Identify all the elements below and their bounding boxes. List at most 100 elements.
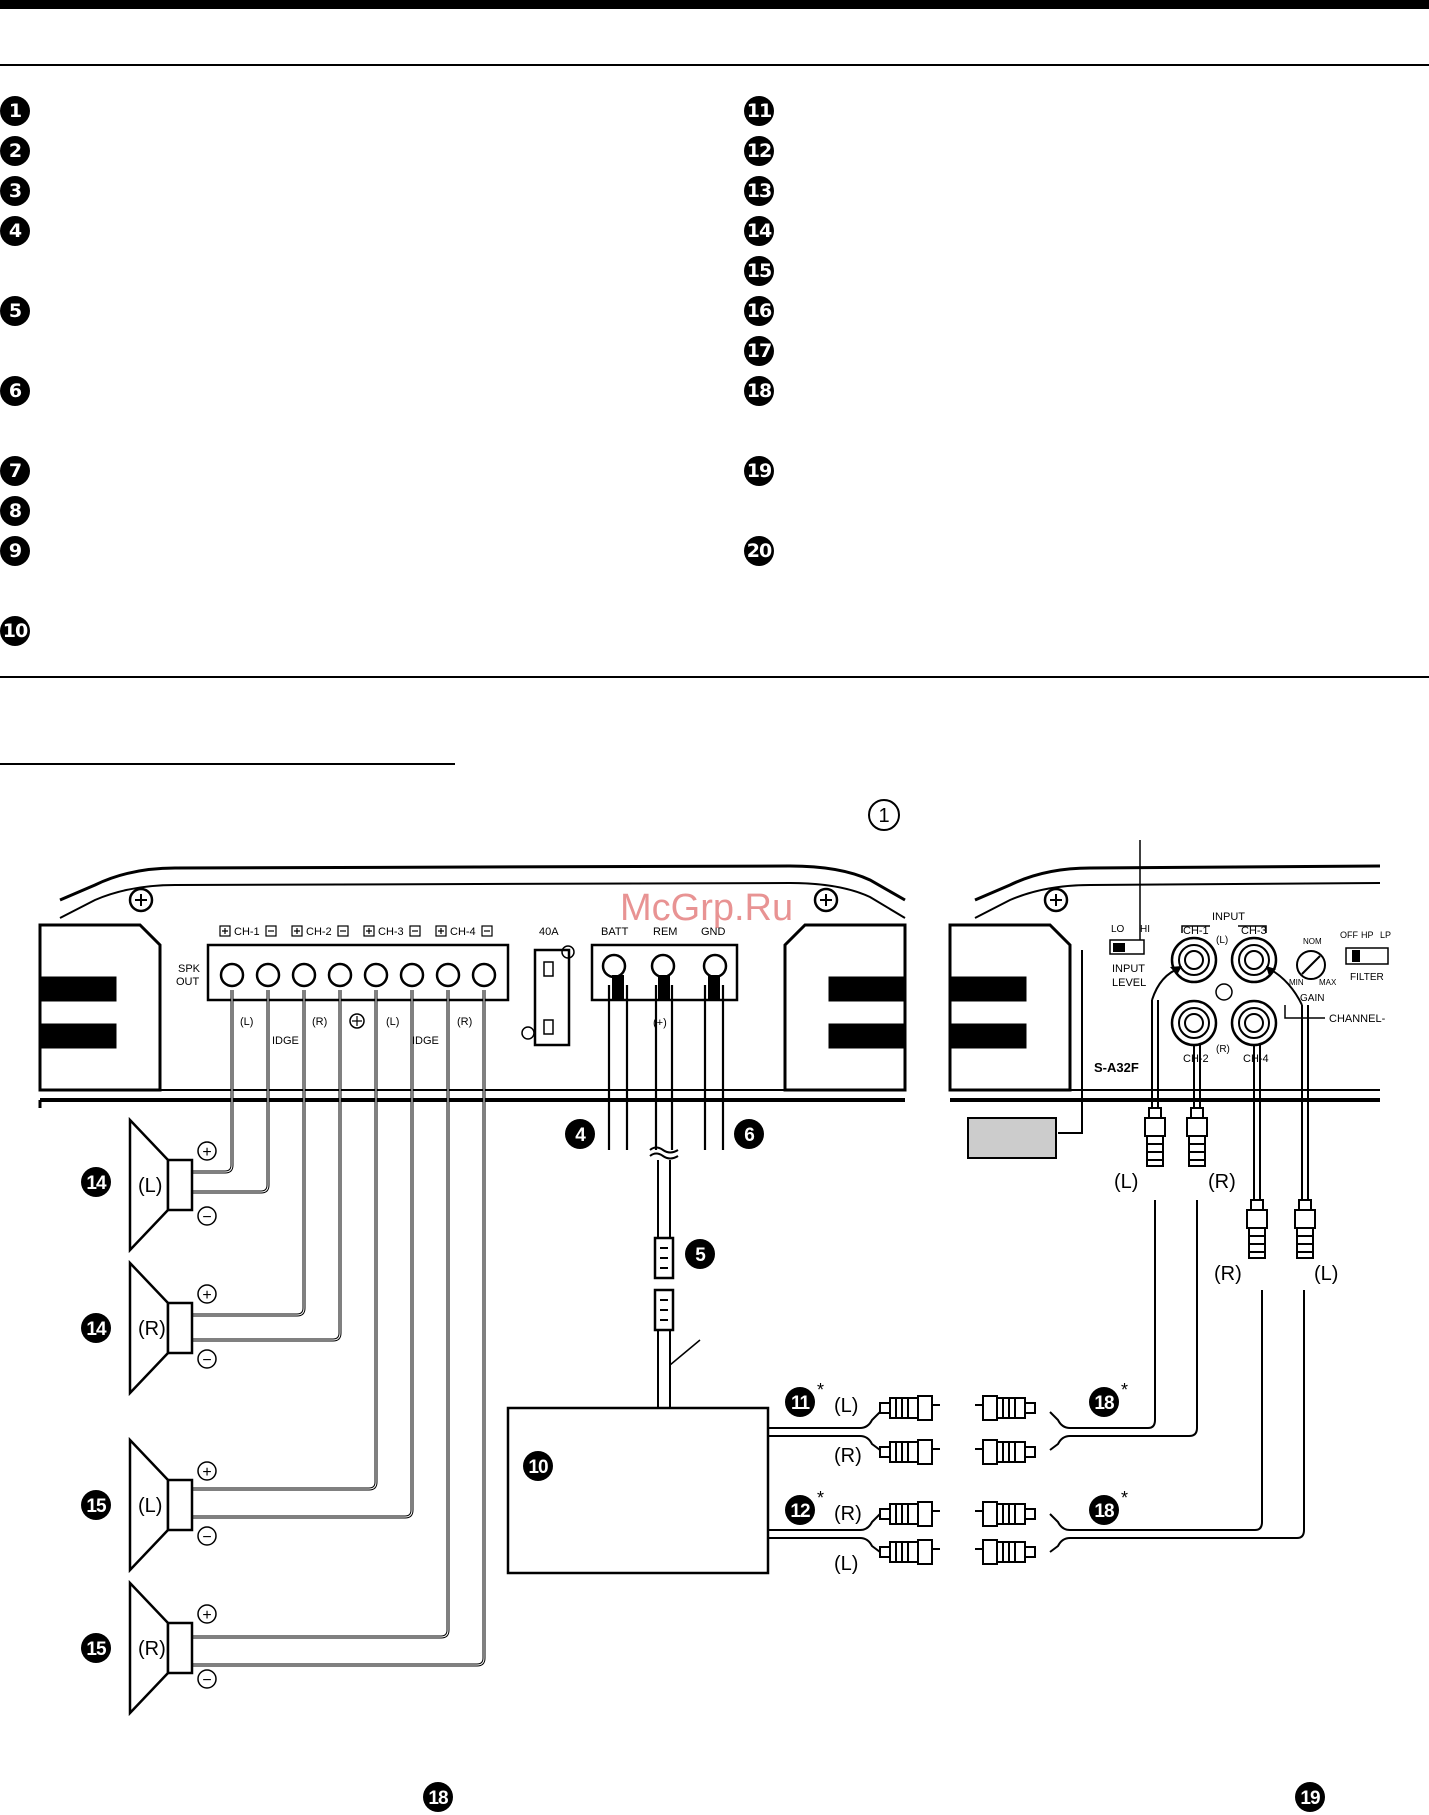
callout-number: 11 <box>791 1393 811 1414</box>
input-label: INPUT <box>1212 911 1245 923</box>
plus-sign <box>197 1461 217 1481</box>
asterisk: * <box>1121 1380 1128 1400</box>
ch-sub-label: (R) <box>312 1016 327 1028</box>
rca-label: (L) <box>834 1395 858 1417</box>
callout-badge: 4 <box>565 1119 595 1149</box>
ch1-label: CH-1 <box>234 926 260 938</box>
rca-label: (R) <box>834 1503 862 1525</box>
bridge-label: IDGE <box>272 1035 299 1047</box>
rca-plug <box>879 1395 940 1421</box>
channel-label: CHANNEL- <box>1329 1013 1386 1025</box>
speaker-terminal <box>327 962 353 988</box>
model-label: S-A32F <box>1094 1060 1139 1075</box>
callout-number: 15 <box>86 1496 107 1517</box>
speaker-terminal <box>291 962 317 988</box>
callout-badge: 18* <box>1089 1488 1128 1525</box>
bridge-label: IDGE <box>412 1035 439 1047</box>
callout-number: 10 <box>528 1457 548 1478</box>
max-label: MAX <box>1319 978 1337 987</box>
legend-number: 5 <box>0 296 30 326</box>
rca-label: (R) <box>1214 1263 1242 1285</box>
rca-plug <box>1246 1199 1268 1259</box>
callout-number: 18 <box>1094 1501 1114 1522</box>
rca-plug <box>879 1501 940 1527</box>
section-underline <box>0 763 455 765</box>
panel-l-label: (L) <box>1216 935 1228 946</box>
ch3-label: CH-3 <box>378 926 404 938</box>
rca-plug <box>879 1539 940 1565</box>
callout-1: 1 <box>878 805 889 827</box>
legend-number: 11 <box>744 96 774 126</box>
watermark: McGrp.Ru <box>620 887 793 929</box>
rca-plug <box>975 1501 1036 1527</box>
minus-label: − <box>202 1209 211 1226</box>
power-terminal <box>702 953 728 979</box>
callout-number: 5 <box>695 1245 706 1266</box>
legend-number: 12 <box>744 136 774 166</box>
callout-badge: 5 <box>685 1239 715 1269</box>
legend-number: 15 <box>744 256 774 286</box>
speaker-label: (L) <box>138 1175 162 1197</box>
rca-plug <box>1144 1107 1166 1167</box>
speaker-terminal <box>219 962 245 988</box>
callout-1-circle <box>868 799 900 831</box>
asterisk: * <box>817 1488 824 1508</box>
callout-number: 19 <box>1300 1788 1320 1809</box>
rem-label: REM <box>653 926 677 938</box>
callout-number: 6 <box>744 1125 754 1146</box>
gain-label: GAIN <box>1300 993 1324 1004</box>
callout-number: 14 <box>86 1173 107 1194</box>
callout-badge: 15 <box>81 1633 111 1663</box>
legend-number: 6 <box>0 376 30 406</box>
callout-number: 15 <box>86 1639 107 1660</box>
filter-label: FILTER <box>1350 972 1384 983</box>
callout-badge: 19 <box>1295 1782 1325 1812</box>
rca-plug <box>975 1539 1036 1565</box>
callout-badge: 18 * <box>1089 1380 1128 1417</box>
legend-number: 7 <box>0 456 30 486</box>
ch-sub-label: (R) <box>457 1016 472 1028</box>
nom-label: NOM <box>1303 937 1322 946</box>
minus-sign <box>197 1206 217 1226</box>
ch4-panel-label: CH-4 <box>1243 1053 1269 1065</box>
rca-label: (L) <box>1114 1171 1138 1193</box>
legend-number: 17 <box>744 336 774 366</box>
rca-plug <box>975 1439 1036 1465</box>
rca-plug <box>975 1395 1036 1421</box>
callout-badge: 14 <box>81 1313 111 1343</box>
callout-number: 4 <box>575 1125 586 1146</box>
ch2-label: CH-2 <box>306 926 332 938</box>
rca-label: (L) <box>1314 1263 1338 1285</box>
minus-sign <box>197 1526 217 1546</box>
top-rule <box>0 64 1429 66</box>
minus-sign <box>197 1349 217 1369</box>
middle-rule <box>0 676 1429 678</box>
rca-label: (R) <box>1208 1171 1236 1193</box>
gnd-label: GND <box>701 926 726 938</box>
top-bar <box>0 0 1429 9</box>
speaker-label: (R) <box>138 1638 166 1660</box>
speaker: (R)+− <box>128 1579 217 1717</box>
spk-out-label: OUT <box>176 976 200 988</box>
callout-number: 18 <box>1094 1393 1114 1414</box>
input-level-label: INPUT <box>1112 963 1145 975</box>
plus-label: + <box>202 1607 211 1624</box>
lo-label: LO <box>1111 924 1125 935</box>
legend-number: 4 <box>0 216 30 246</box>
ch1-panel-label: CH-1 <box>1183 925 1209 937</box>
plus-sign <box>197 1604 217 1624</box>
legend-list: 1 2 3 4 5 6 7 8 9 10 11 12 13 14 15 16 1… <box>0 90 1429 650</box>
callout-badge: 12* <box>785 1488 824 1525</box>
spk-out-label: SPK <box>178 963 201 975</box>
speaker: (L)+− <box>128 1436 217 1574</box>
speaker-label: (L) <box>138 1495 162 1517</box>
speaker-terminal <box>363 962 389 988</box>
ch2-panel-label: CH-2 <box>1183 1053 1209 1065</box>
callout-number: 14 <box>86 1319 107 1340</box>
ch3-panel-label: CH-3 <box>1241 925 1267 937</box>
legend-number: 9 <box>0 536 30 566</box>
filter-hp: HP <box>1361 930 1374 940</box>
callout-badge: 18 <box>423 1782 453 1812</box>
rca-plug <box>879 1439 940 1465</box>
